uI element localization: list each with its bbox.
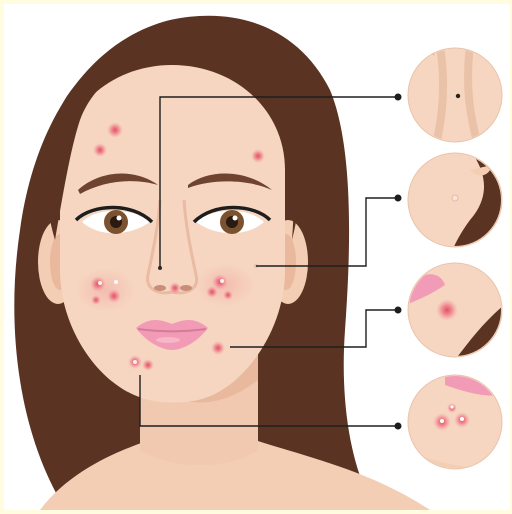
face-illustration — [4, 4, 510, 510]
zoom-inset-pustule — [405, 373, 505, 480]
face — [60, 65, 285, 403]
zoom-inset-blackhead — [408, 45, 502, 145]
zoom-inset-papule — [405, 263, 510, 370]
illustration-frame — [4, 4, 510, 510]
zoom-inset-whitehead — [408, 150, 510, 260]
connector-dots — [395, 94, 402, 430]
